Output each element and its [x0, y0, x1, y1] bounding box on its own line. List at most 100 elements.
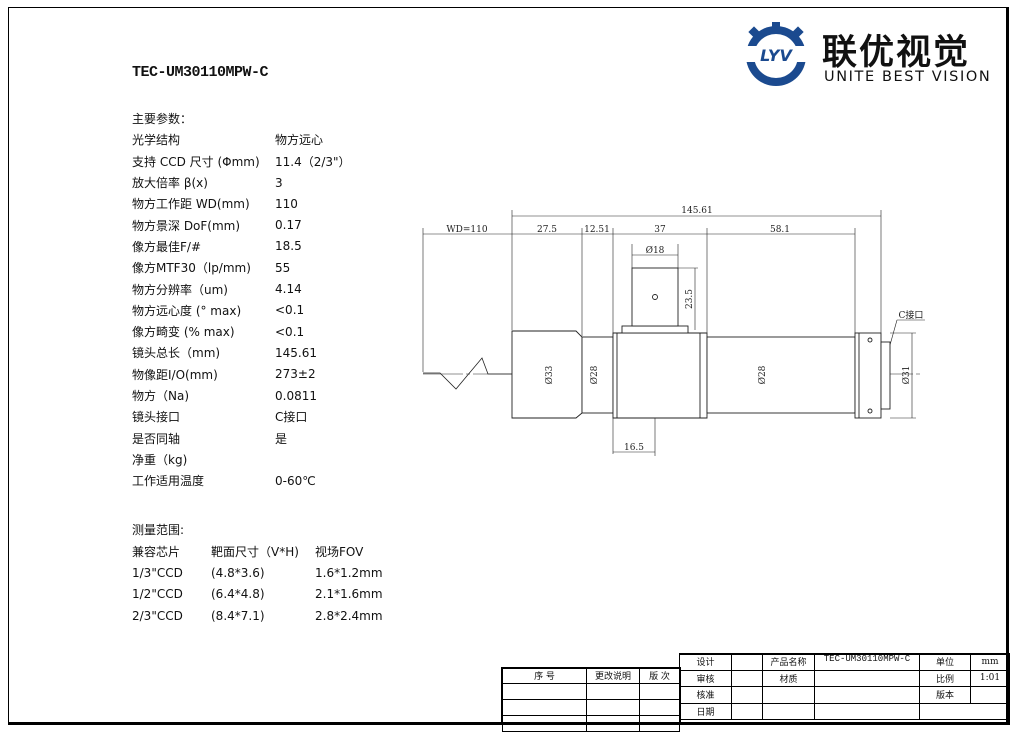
- spec-row: 像方最佳F/# 18.5: [132, 236, 351, 257]
- spec-key: 工作适用温度: [132, 474, 205, 489]
- spec-value: 0-60℃: [275, 473, 316, 488]
- measure-header: 靶面尺寸（V*H): [211, 544, 299, 559]
- spec-key: 像方畸变 (% max): [132, 325, 235, 340]
- spec-row: 是否同轴 是: [132, 427, 351, 448]
- spec-row: 物像距I/O(mm) 273±2: [132, 364, 351, 385]
- dim-37: 37: [654, 225, 666, 235]
- dim-wd: WD=110: [446, 225, 487, 235]
- spec-key: 物方（Na): [132, 389, 190, 403]
- material-label: 材质: [762, 669, 815, 687]
- design-label: 设计: [679, 653, 732, 671]
- spec-value: C接口: [275, 410, 308, 425]
- spec-value: 0.17: [275, 218, 302, 233]
- extension-lines: [422, 210, 916, 454]
- chip-size: 2/3"CCD: [132, 608, 183, 623]
- target-size: (4.8*3.6): [211, 565, 265, 580]
- spec-key: 放大倍率 β(x): [132, 176, 208, 191]
- lens-body: [511, 267, 891, 419]
- rev-header: 序 号: [502, 667, 587, 684]
- spec-row: 放大倍率 β(x)3: [132, 172, 351, 193]
- fov: 1.6*1.2mm: [315, 565, 383, 580]
- title-block: 设计 产品名称 TEC-UM30110MPW-C 单位 mm 审核 材质 比例 …: [679, 653, 1010, 720]
- dim-phi28-left: Ø28: [589, 365, 600, 384]
- drawing-title: TEC-UM30110MPW-C: [132, 64, 269, 81]
- spec-value: <0.1: [275, 324, 305, 339]
- spec-row: 光学结构 物方远心: [132, 129, 351, 150]
- spec-value: 11.4（2/3"）: [275, 154, 351, 169]
- spec-row: 物方分辨率（um) 4.14: [132, 278, 351, 299]
- spec-row: 镜头接口 C接口: [132, 406, 351, 427]
- scale-value: 1:01: [970, 669, 1010, 687]
- spec-row: 像方MTF30（lp/mm)55: [132, 257, 351, 278]
- spec-value: 18.5: [275, 239, 302, 254]
- measure-header: 兼容芯片: [132, 544, 181, 559]
- spec-row: 物方工作距 WD(mm) 110: [132, 193, 351, 214]
- svg-text:LYV: LYV: [760, 46, 793, 65]
- spec-value: 物方远心: [275, 133, 324, 148]
- dim-phi33: Ø33: [544, 365, 555, 384]
- review-label: 审核: [679, 669, 732, 687]
- c-mount-label: C接口: [899, 309, 924, 321]
- date-label: 日期: [679, 702, 732, 720]
- measure-row: 2/3"CCD (8.4*7.1) 2.8*2.4mm: [132, 605, 383, 627]
- dim-27-5: 27.5: [537, 225, 557, 235]
- spec-row: 净重（kg): [132, 449, 351, 470]
- approve-label: 核准: [679, 686, 732, 704]
- spec-key: 像方最佳F/#: [132, 239, 202, 254]
- spec-key: 是否同轴: [132, 431, 181, 446]
- spec-key: 物方景深 DoF(mm): [132, 218, 241, 233]
- logo-english-name: UNITE BEST VISION: [824, 69, 992, 85]
- dim-12-51: 12.51: [584, 225, 610, 235]
- product-name-label: 产品名称: [762, 653, 815, 671]
- company-logo: LYV 联优视觉 UNITE BEST VISION: [738, 22, 1003, 90]
- product-name: TEC-UM30110MPW-C: [814, 653, 920, 671]
- spec-value: 273±2: [275, 367, 316, 382]
- spec-value: 145.61: [275, 345, 317, 360]
- fov: 2.8*2.4mm: [315, 608, 383, 623]
- spec-row: 支持 CCD 尺寸 (Φmm) 11.4（2/3"）: [132, 151, 351, 172]
- spec-row: 工作适用温度 0-60℃: [132, 470, 351, 491]
- spec-key: 物方远心度 (° max): [132, 303, 242, 318]
- dim-phi31: Ø31: [901, 366, 912, 385]
- spec-list: 主要参数： 光学结构 物方远心支持 CCD 尺寸 (Φmm) 11.4（2/3"） 放…: [132, 108, 351, 491]
- logo-chinese-name: 联优视觉: [822, 33, 971, 73]
- dim-total-length: 145.61: [681, 206, 713, 216]
- dim-58-1: 58.1: [770, 225, 790, 235]
- rev-header: 更改说明: [586, 667, 640, 684]
- dim-phi28-right: Ø28: [757, 365, 768, 384]
- spec-value: 110: [275, 196, 298, 211]
- gear-logo-icon: LYV: [738, 22, 816, 86]
- measure-header: 视场FOV: [315, 544, 364, 559]
- spec-value: 是: [275, 431, 288, 446]
- scale-label: 比例: [919, 669, 971, 687]
- fov: 2.1*1.6mm: [315, 587, 383, 602]
- revision-table: 序 号更改说明版 次: [502, 667, 680, 732]
- spec-row: 镜头总长（mm) 145.61: [132, 342, 351, 363]
- measure-heading: 测量范围:: [132, 523, 185, 538]
- chip-size: 1/3"CCD: [132, 565, 183, 580]
- chip-size: 1/2"CCD: [132, 587, 183, 602]
- spec-value: 0.0811: [275, 388, 317, 403]
- measure-row: 1/3"CCD (4.8*3.6) 1.6*1.2mm: [132, 562, 383, 584]
- spec-value: 4.14: [275, 282, 302, 297]
- spec-row: 物方（Na) 0.0811: [132, 385, 351, 406]
- spec-key: 镜头接口: [132, 410, 181, 425]
- rev-header: 版 次: [639, 667, 680, 684]
- spec-heading: 主要参数：: [132, 112, 193, 127]
- spec-value: <0.1: [275, 303, 305, 318]
- spec-key: 光学结构: [132, 133, 181, 148]
- unit-value: mm: [970, 653, 1010, 671]
- dim-phi18: Ø18: [646, 245, 665, 256]
- spec-key: 镜头总长（mm): [132, 346, 221, 361]
- spec-key: 物方工作距 WD(mm): [132, 197, 250, 212]
- unit-label: 单位: [919, 653, 971, 671]
- spec-key: 物像距I/O(mm): [132, 367, 218, 382]
- spec-key: 物方分辨率（um): [132, 282, 228, 297]
- spec-key: 支持 CCD 尺寸 (Φmm): [132, 154, 260, 169]
- spec-key: 净重（kg): [132, 452, 188, 467]
- dim-23-5: 23.5: [685, 289, 695, 309]
- dim-16-5: 16.5: [624, 443, 644, 453]
- target-size: (8.4*7.1): [211, 608, 265, 623]
- target-size: (6.4*4.8): [211, 587, 265, 602]
